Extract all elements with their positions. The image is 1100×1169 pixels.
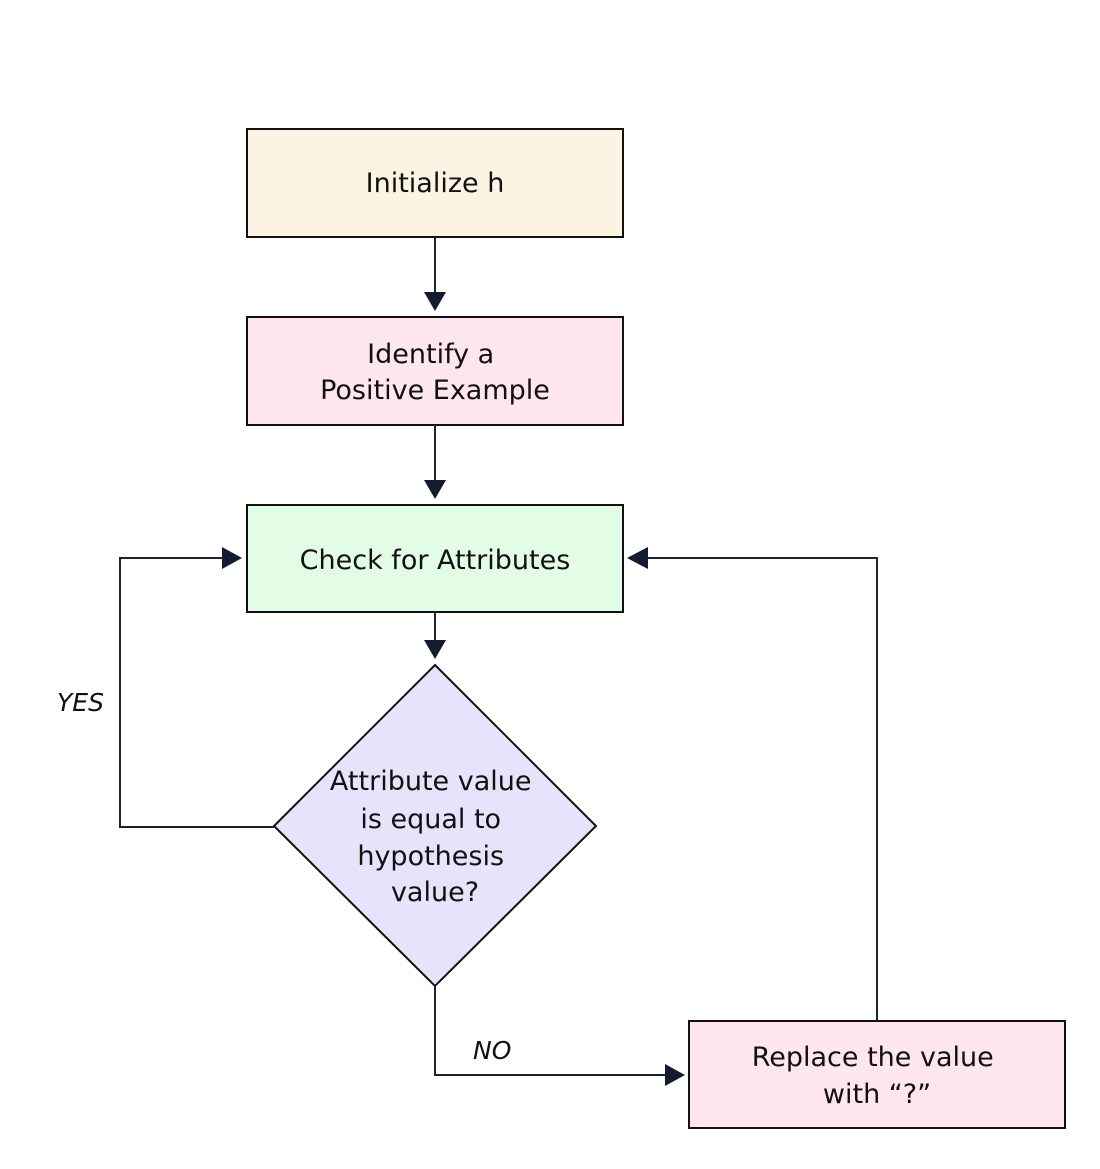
node-decision-label-line1: Attribute value bbox=[330, 766, 532, 797]
node-initialize: Initialize h bbox=[246, 128, 624, 238]
edge-no-to-replace bbox=[434, 986, 685, 1086]
edge-initialize-to-identify bbox=[424, 237, 446, 311]
edge-check-to-decision bbox=[424, 612, 446, 659]
arrowhead-right bbox=[222, 547, 242, 569]
node-decision-label-line4: value? bbox=[391, 877, 479, 908]
node-check-label: Check for Attributes bbox=[300, 545, 571, 576]
edge-yes-loop bbox=[119, 547, 274, 828]
node-decision: Attribute value is equal to hypothesis v… bbox=[272, 663, 598, 988]
svg-text:Check for Attributes: Check for Attributes bbox=[300, 545, 571, 576]
arrowhead-right bbox=[665, 1064, 685, 1086]
arrowhead-down bbox=[424, 480, 446, 499]
svg-text:Identify a Positive Exam: Identify a Positive Example bbox=[320, 339, 550, 406]
edge-replace-to-check bbox=[627, 547, 878, 1021]
edge-label-yes: YES bbox=[57, 688, 104, 717]
node-identify-label-line2: Positive Example bbox=[320, 375, 550, 406]
node-identify-box bbox=[246, 316, 624, 426]
node-decision-label-line2: is equal to bbox=[360, 804, 501, 835]
arrowhead-left bbox=[627, 547, 648, 569]
node-replace-box bbox=[688, 1020, 1066, 1129]
edge-identify-to-check bbox=[424, 425, 446, 499]
node-identify: Identify a Positive Example bbox=[246, 316, 624, 426]
node-identify-label-line1: Identify a bbox=[367, 339, 494, 370]
node-replace: Replace the value with “?” bbox=[688, 1020, 1066, 1129]
node-replace-label-line1: Replace the value bbox=[752, 1042, 994, 1073]
arrowhead-down bbox=[424, 640, 446, 659]
node-check: Check for Attributes bbox=[246, 504, 624, 613]
node-check-box bbox=[246, 504, 624, 613]
node-replace-label-line2: with “?” bbox=[823, 1079, 931, 1110]
node-decision-label-line3: hypothesis bbox=[357, 841, 504, 872]
arrowhead-down bbox=[424, 292, 446, 311]
edge-label-no: NO bbox=[473, 1036, 511, 1065]
svg-text:Replace the value with “: Replace the value with “?” bbox=[752, 1042, 1003, 1110]
svg-text:Attribute value is equal: Attribute value is equal to hypothesis v… bbox=[330, 766, 540, 908]
node-initialize-label: Initialize h bbox=[366, 168, 505, 199]
node-initialize-box bbox=[246, 128, 624, 238]
svg-text:Initialize h: Initialize h bbox=[366, 168, 505, 199]
